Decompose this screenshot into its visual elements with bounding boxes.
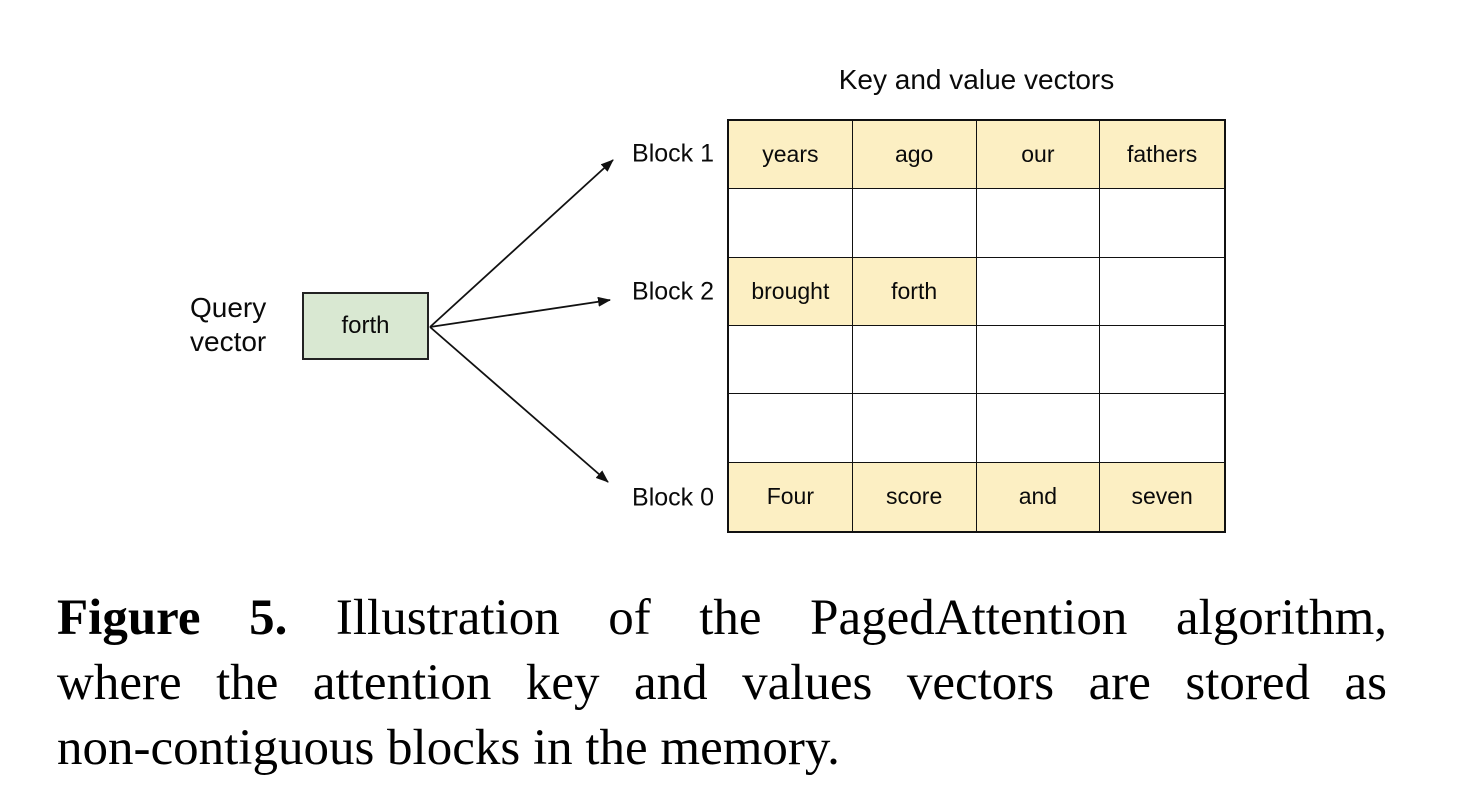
- query-vector-label-line2: vector: [190, 326, 267, 357]
- caption-line-1-text: Illustration of the PagedAttention algor…: [335, 590, 1387, 646]
- kv-cell: [1100, 326, 1224, 395]
- kv-cell: [976, 189, 1101, 258]
- kv-cell: [852, 394, 977, 463]
- query-vector-label-line1: Query: [190, 292, 267, 323]
- kv-cell: years: [729, 121, 853, 190]
- query-vector-box: forth: [302, 292, 429, 360]
- kv-cell: [1100, 257, 1224, 326]
- kv-cell: [976, 394, 1101, 463]
- figure-caption: Figure 5. Illustration of the PagedAtten…: [57, 586, 1387, 781]
- kv-cell: brought: [729, 257, 853, 326]
- kv-cell: [976, 257, 1101, 326]
- kv-cell: seven: [1100, 462, 1224, 531]
- kv-cell: Four: [729, 462, 853, 531]
- caption-figure-label: Figure 5.: [57, 590, 288, 646]
- kv-cell: forth: [852, 257, 977, 326]
- kv-cell: [729, 189, 853, 258]
- block-2-label: Block 2: [632, 277, 714, 306]
- kv-cell: [976, 326, 1101, 395]
- kv-cell: and: [976, 462, 1101, 531]
- block-1-label: Block 1: [632, 139, 714, 168]
- kv-cell: [1100, 394, 1224, 463]
- kv-cell: ago: [852, 121, 977, 190]
- arrow-to-block-0: [429, 326, 609, 483]
- kv-cell: [852, 189, 977, 258]
- kv-cell: [729, 394, 853, 463]
- caption-line-1: Figure 5. Illustration of the PagedAtten…: [57, 586, 1387, 651]
- kv-table-title: Key and value vectors: [838, 64, 1115, 95]
- kv-cell: [729, 326, 853, 395]
- kv-cell: score: [852, 462, 977, 531]
- caption-line-3: non-contiguous blocks in the memory.: [57, 720, 840, 776]
- kv-cell: [1100, 189, 1224, 258]
- arrow-to-block-2: [429, 296, 611, 328]
- kv-cell: fathers: [1100, 121, 1224, 190]
- kv-cell: [852, 326, 977, 395]
- query-vector-label: Query vector: [190, 291, 266, 359]
- arrow-to-block-1: [429, 159, 614, 328]
- caption-line-2: where the attention key and values vecto…: [57, 655, 1387, 711]
- block-0-label: Block 0: [632, 483, 714, 512]
- kv-cell: our: [976, 121, 1101, 190]
